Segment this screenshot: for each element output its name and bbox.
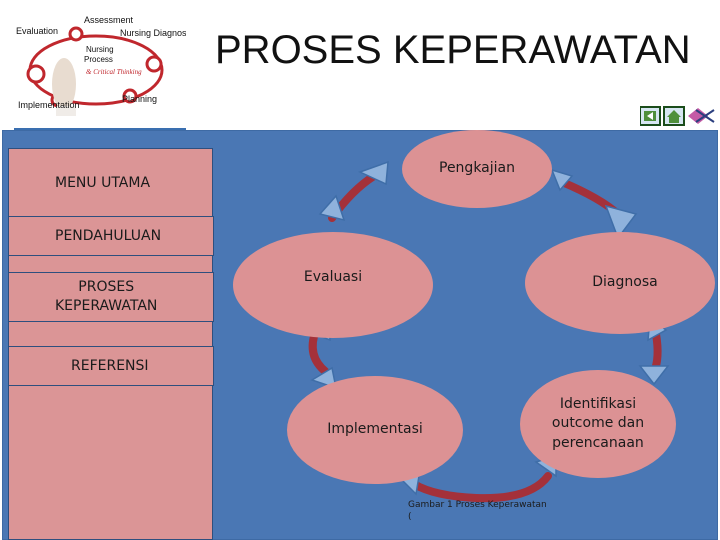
node-pengkajian: Pengkajian <box>402 130 552 208</box>
menu-item-label-line1: PROSES <box>78 279 135 296</box>
arrow-identifikasi-implementasi <box>410 472 552 503</box>
arrowhead-identifikasi <box>638 365 670 386</box>
tail-pengkajian <box>550 168 574 192</box>
node-diagnosa: Diagnosa <box>525 232 715 334</box>
nav-icon-group <box>639 104 716 133</box>
node-identifikasi-outcome-perencanaan: Identifikasi outcome dan perencanaan <box>520 370 676 478</box>
home-icon[interactable] <box>663 106 685 126</box>
logo-center-line1: Nursing <box>86 45 114 54</box>
node-label-line1: Identifikasi <box>559 395 637 412</box>
logo-assessment: Assessment <box>84 15 134 25</box>
menu-item-label: PENDAHULUAN <box>55 228 162 244</box>
figure-caption-line2: ( <box>408 511 412 522</box>
figure-caption: Gambar 1 Proses Keperawatan ( <box>408 500 547 523</box>
menu-item-label-line2: KEPERAWATAN <box>55 298 158 314</box>
node-label: Pengkajian <box>439 160 515 177</box>
node-label: Implementasi <box>327 421 423 438</box>
node-label: Diagnosa <box>592 274 658 291</box>
node-label-block: Identifikasi outcome dan perencanaan <box>552 395 644 454</box>
node-label: Evaluasi <box>303 269 363 285</box>
back-icon[interactable] <box>639 106 661 126</box>
node-evaluasi: Evaluasi <box>233 232 433 338</box>
node-label-line2: outcome dan <box>551 415 645 432</box>
logo-center-line2: Process <box>84 55 113 64</box>
menu-item-referensi[interactable]: REFERENSI <box>8 346 214 386</box>
arrowhead-pengkajian <box>358 160 389 186</box>
arrowhead-diagnosa <box>604 204 638 240</box>
node-implementasi: Implementasi <box>287 376 463 484</box>
node-label-line3: perencanaan <box>552 434 644 451</box>
logo-implementation: Implementation <box>18 100 80 110</box>
logo-nursing-diagnosis: Nursing Diagnosis <box>120 28 186 38</box>
menu-item-pendahuluan[interactable]: PENDAHULUAN <box>8 216 214 256</box>
exit-icon[interactable] <box>688 108 715 124</box>
logo-center-line3: & Critical Thinking <box>86 68 142 76</box>
menu-item-label-block: PROSES KEPERAWATAN <box>55 278 157 316</box>
nursing-process-logo: Assessment Evaluation Nursing Diagnosis … <box>14 14 194 130</box>
tail-evaluasi <box>318 194 346 222</box>
figure-caption-line1: Gambar 1 Proses Keperawatan <box>408 500 547 510</box>
menu-item-proses-keperawatan[interactable]: PROSES KEPERAWATAN <box>8 272 214 322</box>
logo-planning: Planning <box>122 94 157 104</box>
menu-heading: MENU UTAMA <box>55 175 151 191</box>
menu-item-label: REFERENSI <box>71 358 149 374</box>
menu-panel: MENU UTAMA <box>8 148 213 540</box>
page-title: PROSES KEPERAWATAN <box>215 28 691 72</box>
logo-evaluation: Evaluation <box>16 26 58 36</box>
